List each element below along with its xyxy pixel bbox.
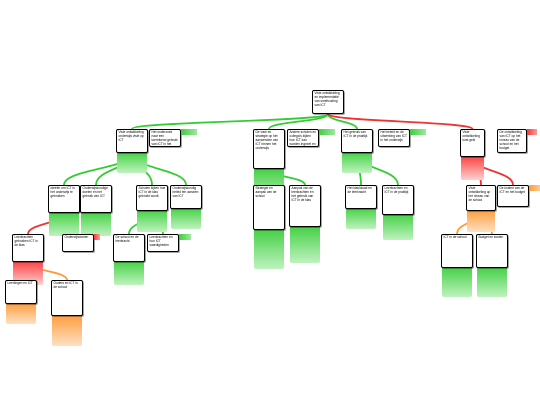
l2-c2-node[interactable]: Leerkrachten en ICT in de praktijk <box>382 185 414 215</box>
l3-d1-node[interactable]: ICT in de school <box>441 234 473 268</box>
l3-a2-tag <box>94 234 100 240</box>
l2-a2-branch-band <box>81 211 111 236</box>
l1-c-branch-band <box>342 151 372 173</box>
l4-a2-branch-band <box>52 314 82 346</box>
l3-a4-tag <box>179 234 191 240</box>
l1-c-note-node[interactable]: Het beleid en de uitwerking van ICT in h… <box>378 129 410 147</box>
l3-d2-branch-band <box>477 266 507 297</box>
root-node[interactable]: Visie ontwikkeling en implementatie van … <box>312 90 344 114</box>
l1-d-note-tag <box>527 129 537 135</box>
l1-b-note-tag <box>319 129 335 135</box>
l4-a1-node[interactable]: Leerlingen en ICT <box>5 280 37 304</box>
l2-d2-tag <box>529 185 540 191</box>
l2-d2-node[interactable]: De kosten van de ICT en het budget <box>497 185 529 207</box>
l2-a4-branch-band <box>171 207 201 229</box>
l3-a3-branch-band <box>114 260 144 285</box>
connector-root-to-l1-a <box>131 113 329 130</box>
l1-d-note-node[interactable]: De ontwikkeling van ICT op het niveau va… <box>497 129 527 153</box>
l2-a3-node[interactable]: Scholen kijken hoe ICT in de klas gebrui… <box>136 185 168 211</box>
l1-c-node[interactable]: Het gebruik van ICT in de praktijk <box>341 129 373 153</box>
l1-d-branch-band <box>461 155 484 180</box>
l2-a4-node[interactable]: Onderwijskundig beleid ten aanzien van I… <box>170 185 202 209</box>
l1-b-note-node[interactable]: Andere scholen en collega's kijken hoe I… <box>287 129 319 147</box>
l2-c1-node[interactable]: Het klaslokaal en de leerkracht <box>345 185 377 209</box>
l4-a2-node[interactable]: Ouders en ICT in de school <box>51 280 83 316</box>
l1-d-node[interactable]: Visie ontwikkeling kost geld <box>460 129 485 157</box>
l1-a-note-tag <box>181 129 197 135</box>
l2-d1-branch-band <box>467 209 495 232</box>
l4-a1-branch-band <box>6 302 36 324</box>
l2-d1-node[interactable]: Visie ontwikkeling op het niveau van de … <box>466 185 496 211</box>
l2-a3-branch-band <box>137 209 167 232</box>
l1-a-note-node[interactable]: Het onderzoek naar een toereikend gebrui… <box>149 129 181 147</box>
l1-c-note-tag <box>410 129 426 135</box>
l3-a1-node[interactable]: Leerkrachten gebruiken ICT in de klas <box>12 234 44 262</box>
l2-a1-branch-band <box>49 211 79 236</box>
l3-d1-branch-band <box>442 266 472 297</box>
l2-b2-branch-band <box>290 225 320 263</box>
l2-c2-branch-band <box>383 213 413 240</box>
l3-a3-node[interactable]: De school en de leerkracht <box>113 234 145 262</box>
l3-a2-node[interactable]: Onderwijsdoelen <box>62 234 94 252</box>
connector-root-to-l1-b <box>268 113 329 130</box>
l1-a-branch-band <box>117 151 147 173</box>
connector-root-to-l1-d <box>327 113 474 130</box>
l3-d2-node[interactable]: Budget en kosten <box>476 234 508 268</box>
l2-b1-node[interactable]: Strategie en aanpak van de school <box>253 185 285 230</box>
l2-b1-branch-band <box>254 228 284 269</box>
l1-b-node[interactable]: De visie en strategie op het aanwenden v… <box>253 129 285 169</box>
l2-b2-node[interactable]: Aanpak van de leerkrachten en het gebrui… <box>289 185 321 227</box>
l2-a2-node[interactable]: Onderwijskundige doelen en het gebruik v… <box>80 185 112 213</box>
l3-a4-node[interactable]: Leerkrachten en hun ICT vaardigheden <box>147 234 179 252</box>
l1-a-node[interactable]: Visie ontwikkeling onderwijs visie op IC… <box>116 129 148 153</box>
l2-c1-branch-band <box>346 207 376 229</box>
l2-a1-node[interactable]: Ideeën om ICT in het onderwijs te gebrui… <box>48 185 80 213</box>
